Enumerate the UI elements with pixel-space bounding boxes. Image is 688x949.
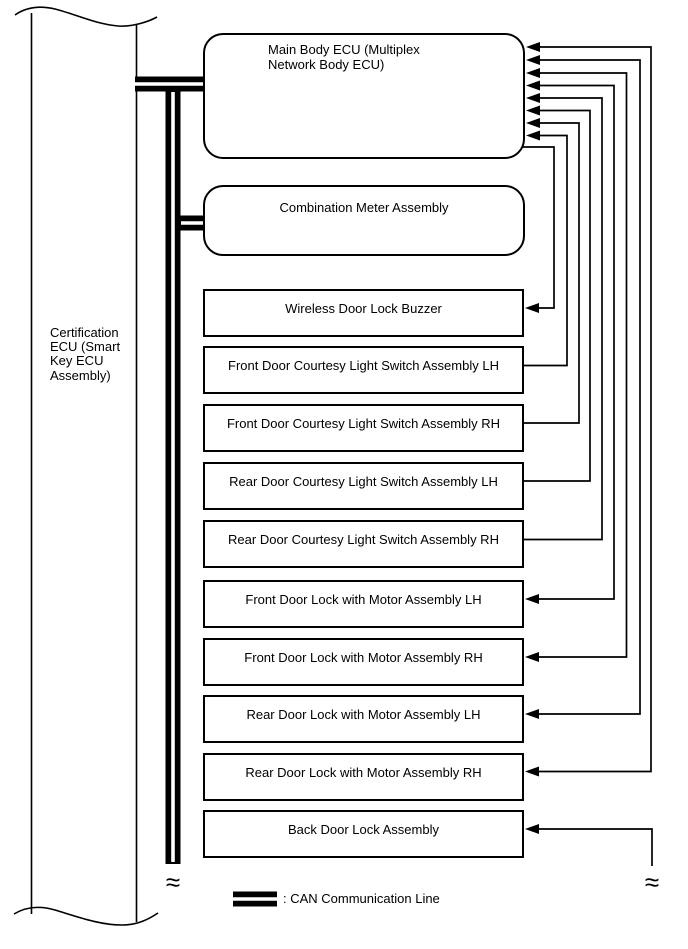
signal-lines bbox=[522, 46, 653, 866]
arrowheads-into-devices bbox=[525, 303, 539, 834]
arrowhead bbox=[525, 766, 539, 777]
line-front-lock-lh bbox=[539, 84, 615, 600]
box-label: Front Door Courtesy Light Switch Assembl… bbox=[228, 358, 499, 373]
can-communication-lines: ≈ bbox=[135, 76, 205, 897]
box-label: Front Door Lock with Motor Assembly LH bbox=[245, 592, 482, 607]
arrowhead bbox=[525, 709, 539, 719]
line-front-courtesy-rh bbox=[523, 122, 580, 424]
box-label: Rear Door Lock with Motor Assembly RH bbox=[245, 765, 482, 780]
line-front-courtesy-lh bbox=[523, 134, 568, 367]
line-rear-lock-lh bbox=[539, 59, 641, 715]
arrowhead bbox=[525, 303, 539, 313]
box-wireless-door-lock-buzzer: Wireless Door Lock Buzzer bbox=[203, 289, 524, 337]
box-rear-door-lock-motor-lh: Rear Door Lock with Motor Assembly LH bbox=[203, 695, 524, 743]
arrowheads-into-ecu bbox=[526, 42, 540, 141]
box-front-door-lock-motor-lh: Front Door Lock with Motor Assembly LH bbox=[203, 580, 524, 628]
arrowhead bbox=[526, 55, 540, 65]
arrowhead bbox=[526, 68, 540, 78]
box-label: Front Door Courtesy Light Switch Assembl… bbox=[226, 416, 501, 431]
break-wave-bottom bbox=[13, 906, 159, 926]
combination-meter-label: Combination Meter Assembly bbox=[279, 200, 449, 215]
main-body-ecu-box: Main Body ECU (Multiplex Network Body EC… bbox=[203, 33, 525, 159]
arrowhead bbox=[525, 652, 539, 662]
arrowhead bbox=[525, 594, 539, 604]
box-rear-door-courtesy-light-switch-rh: Rear Door Courtesy Light Switch Assembly… bbox=[203, 520, 524, 568]
box-label: Rear Door Courtesy Light Switch Assembly… bbox=[228, 532, 499, 547]
arrowhead bbox=[526, 80, 540, 91]
certification-ecu-label: Certification ECU (Smart Key ECU Assembl… bbox=[50, 325, 121, 383]
box-label: Rear Door Lock with Motor Assembly LH bbox=[246, 707, 481, 722]
box-front-door-courtesy-light-switch-rh: Front Door Courtesy Light Switch Assembl… bbox=[203, 404, 524, 452]
combination-meter-box: Combination Meter Assembly bbox=[203, 185, 525, 256]
box-label: Back Door Lock Assembly bbox=[287, 822, 439, 837]
arrowhead bbox=[526, 93, 540, 103]
arrowhead bbox=[526, 130, 540, 141]
box-rear-door-courtesy-light-switch-lh: Rear Door Courtesy Light Switch Assembly… bbox=[203, 462, 524, 510]
arrowhead bbox=[526, 42, 540, 52]
box-label: Front Door Lock with Motor Assembly RH bbox=[244, 650, 483, 665]
box-label: Rear Door Courtesy Light Switch Assembly… bbox=[229, 474, 498, 489]
certification-ecu-outline bbox=[13, 6, 159, 926]
box-back-door-lock: Back Door Lock Assembly bbox=[203, 810, 524, 858]
back-door-line-break-symbol: ≈ bbox=[645, 867, 659, 897]
can-legend-label: : CAN Communication Line bbox=[283, 891, 440, 906]
box-front-door-courtesy-light-switch-lh: Front Door Courtesy Light Switch Assembl… bbox=[203, 346, 524, 394]
box-front-door-lock-motor-rh: Front Door Lock with Motor Assembly RH bbox=[203, 638, 524, 686]
arrowhead bbox=[525, 824, 539, 834]
line-back-door bbox=[539, 828, 653, 866]
arrowhead bbox=[526, 118, 540, 128]
line-buzzer bbox=[522, 146, 555, 309]
line-rear-courtesy-lh bbox=[523, 109, 591, 482]
arrowhead bbox=[526, 105, 540, 116]
box-rear-door-lock-motor-rh: Rear Door Lock with Motor Assembly RH bbox=[203, 753, 524, 801]
can-trunk-break-symbol: ≈ bbox=[166, 867, 180, 897]
line-front-lock-rh bbox=[539, 72, 628, 658]
main-body-ecu-label: Main Body ECU (Multiplex Network Body EC… bbox=[268, 42, 420, 72]
line-rear-courtesy-rh bbox=[523, 97, 603, 541]
break-wave-top bbox=[14, 6, 158, 27]
line-rear-lock-rh bbox=[539, 46, 652, 773]
box-label: Wireless Door Lock Buzzer bbox=[285, 301, 442, 316]
